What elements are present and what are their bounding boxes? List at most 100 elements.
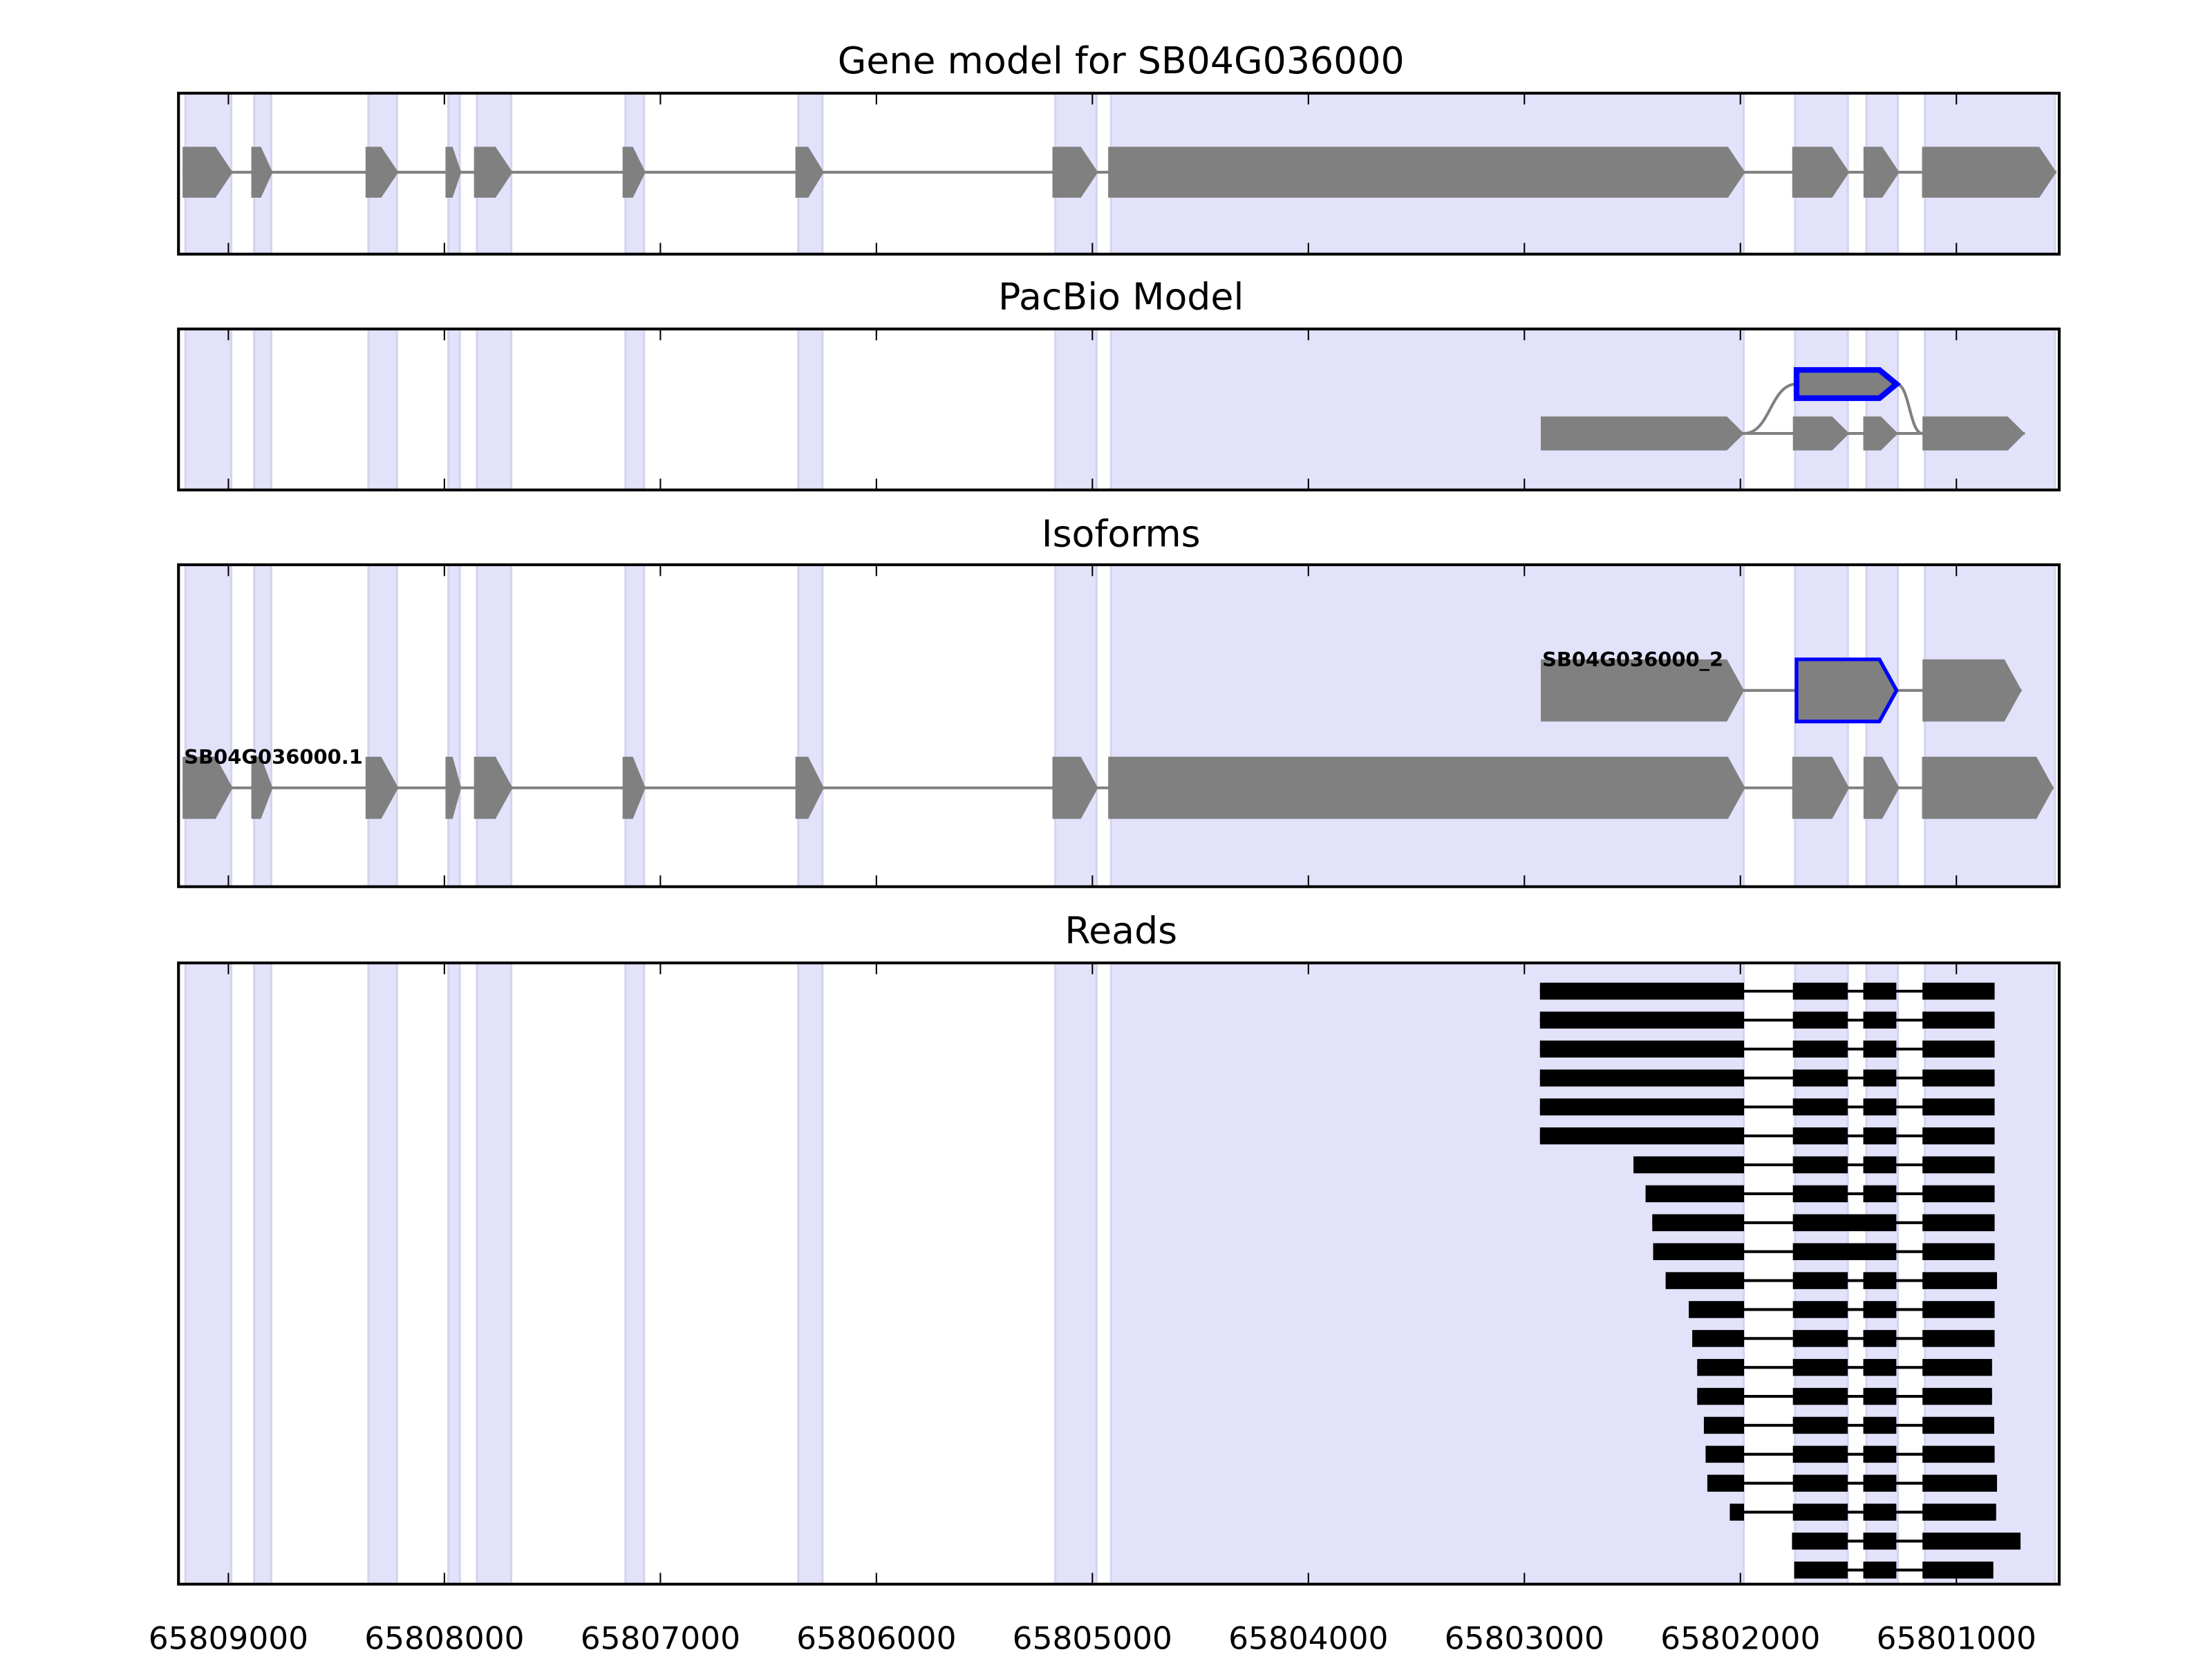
read-exon-block (1863, 1503, 1897, 1521)
exon-shading-band (1109, 328, 1745, 491)
isoform-0-exon (1541, 659, 1745, 722)
read-exon-block (1863, 1445, 1897, 1463)
isoform-1-exon (1922, 756, 2054, 819)
gene-model-exon (365, 147, 399, 198)
x-tick-label: 65807000 (581, 1620, 740, 1657)
exon-shading-band (367, 563, 398, 888)
exon-shading-band (1054, 328, 1098, 491)
read-exon-block (1792, 1098, 1848, 1116)
read-exon-block (1922, 1562, 1994, 1579)
read-exon-block (1863, 1387, 1897, 1405)
read-exon-block (1863, 1069, 1897, 1087)
panel-frame (177, 961, 2061, 1586)
read-exon-block (1792, 1358, 1848, 1376)
read-exon-block (1665, 1272, 1745, 1289)
read-exon-block (1863, 1185, 1897, 1203)
read-exon-block (1922, 1098, 1995, 1116)
exon-shading-band (367, 962, 398, 1586)
isoform-1-exon (1863, 756, 1900, 819)
panel-frame (177, 327, 2061, 491)
read-exon-block (1707, 1474, 1745, 1492)
read-exon-block (1792, 1474, 1848, 1492)
read-exon-block (1792, 1040, 1848, 1058)
read-exon-block (1792, 1301, 1848, 1318)
read-exon-block (1703, 1416, 1745, 1434)
read-exon-block (1792, 1445, 1848, 1463)
gene-model-exon (1863, 147, 1900, 198)
read-exon-block (1792, 1330, 1848, 1347)
exon-shading-band (447, 563, 461, 888)
read-exon-block (1792, 1416, 1848, 1434)
exon-shading-band (476, 563, 513, 888)
isoform-1-exon (795, 756, 824, 819)
pacbio-main-exon (1792, 416, 1850, 451)
read-exon-block (1792, 1156, 1848, 1174)
read-exon-block (1922, 1301, 1995, 1318)
read-exon-block (1922, 982, 1995, 1000)
read-exon-block (1792, 1272, 1848, 1289)
x-tick-label: 65801000 (1877, 1620, 2036, 1657)
read-exon-block (1692, 1330, 1745, 1347)
exon-shading-band (1794, 563, 1849, 888)
isoform-1-exon (1052, 756, 1098, 819)
gene-model-exon (1792, 147, 1850, 198)
read-exon-block (1730, 1503, 1745, 1521)
pacbio-splice-curve (1896, 382, 1923, 435)
gene-model-exon (1922, 147, 2056, 198)
isoform-highlight-outline (1794, 657, 1899, 724)
exon-shading-band (624, 962, 646, 1586)
read-exon-block (1539, 1127, 1745, 1145)
read-exon-block (1922, 1445, 1995, 1463)
read-exon-block (1863, 1272, 1897, 1289)
read-exon-block (1539, 1069, 1745, 1087)
read-exon-block (1653, 1243, 1745, 1260)
isoform-1-exon (251, 756, 273, 819)
exon-shading-band (253, 962, 272, 1586)
exon-shading-band (1865, 563, 1900, 888)
read-exon-block (1689, 1301, 1745, 1318)
exon-shading-band (447, 962, 461, 1586)
isoform-1-exon (1108, 756, 1745, 819)
isoform-label: SB04G036000_2 (1542, 648, 1723, 671)
exon-shading-band (1924, 563, 2056, 888)
read-exon-block (1863, 1098, 1897, 1116)
isoform-1-exon (622, 756, 646, 819)
exon-shading-band (1054, 563, 1098, 888)
exon-shading-band (253, 328, 272, 491)
x-tick-label: 65803000 (1445, 1620, 1604, 1657)
read-exon-block (1863, 1533, 1897, 1550)
read-exon-block (1863, 1127, 1897, 1145)
read-exon-block (1792, 1503, 1848, 1521)
read-exon-block (1863, 1562, 1897, 1579)
read-exon-block (1863, 1156, 1897, 1174)
read-exon-block (1863, 982, 1897, 1000)
exon-shading-band (797, 328, 824, 491)
gene-model-exon (474, 147, 513, 198)
panel-frame (177, 563, 2061, 888)
exon-shading-band (1054, 962, 1098, 1586)
isoform-1-exon (365, 756, 399, 819)
read-exon-block (1922, 1330, 1995, 1347)
panel-title-pacbio: PacBio Model (998, 275, 1244, 319)
read-exon-block (1863, 1040, 1897, 1058)
read-exon-block (1792, 982, 1848, 1000)
panel-title-isoforms: Isoforms (1042, 512, 1201, 556)
read-exon-block (1539, 1040, 1745, 1058)
read-exon-block (1922, 1272, 1997, 1289)
x-tick-label: 65804000 (1228, 1620, 1388, 1657)
read-exon-block (1697, 1358, 1745, 1376)
read-exon-block (1792, 1243, 1897, 1260)
exon-shading-band (624, 563, 646, 888)
exon-shading-band (184, 328, 233, 491)
read-exon-block (1792, 1214, 1897, 1232)
exon-shading-band (184, 962, 233, 1586)
read-exon-block (1922, 1387, 1992, 1405)
read-exon-block (1922, 1503, 1996, 1521)
gene-model-exon (1108, 147, 1745, 198)
read-exon-block (1792, 1387, 1848, 1405)
exon-shading-band (476, 962, 513, 1586)
x-tick-label: 65809000 (149, 1620, 308, 1657)
read-exon-block (1792, 1011, 1848, 1029)
